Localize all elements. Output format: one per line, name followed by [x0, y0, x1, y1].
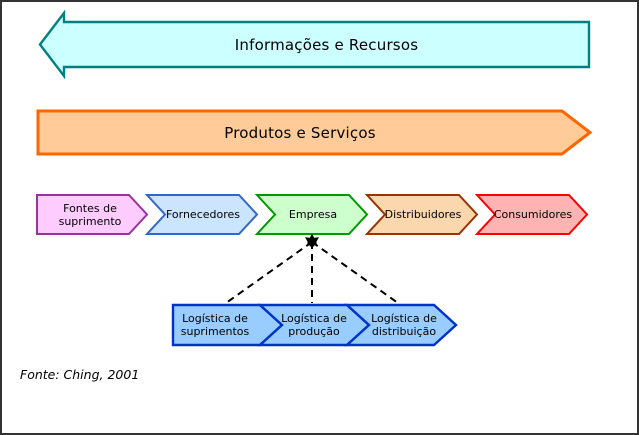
stage-shape-empresa: [254, 194, 369, 235]
connector-empresa-suprimentos: [225, 237, 319, 304]
stage-shape-fornecedores: [144, 194, 259, 235]
connector-empresa-distribuicao: [305, 237, 399, 304]
products-services-arrow-shape: [36, 109, 593, 156]
stage-shape-distribuidores: [364, 194, 479, 235]
stage-shape-consumidores: [474, 194, 589, 235]
information-resources-arrow-shape: [38, 9, 591, 80]
stage-shape-fontes-de-suprimento: [36, 194, 149, 235]
logistics-shape-distribuicao: [343, 303, 458, 347]
